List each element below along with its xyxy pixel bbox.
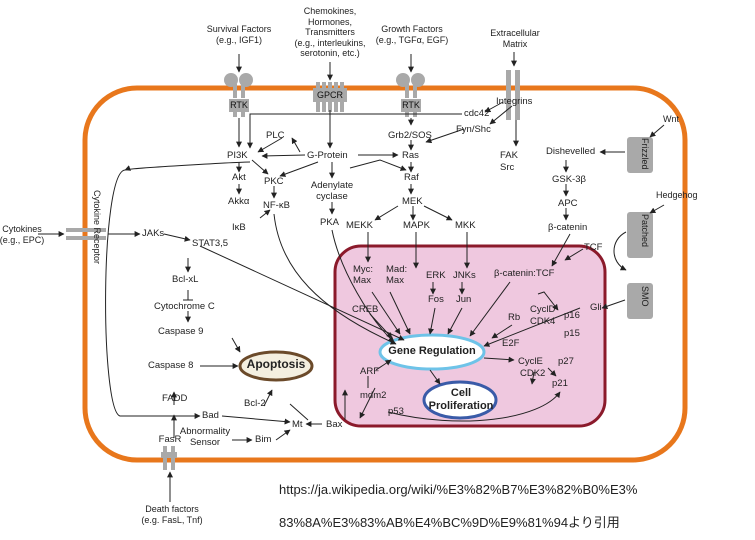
- p16-label: p16: [564, 310, 580, 321]
- cdk4-label: CDK4: [530, 316, 556, 327]
- dishevelled-label: Dishevelled: [546, 146, 596, 157]
- cdc42-label: cdc42: [464, 108, 490, 119]
- erk-label: ERK: [426, 270, 446, 281]
- cytokines-label: Cytokines (e.g., EPC): [0, 224, 45, 245]
- gpcr-receptor: [313, 82, 347, 112]
- fos-label: Fos: [428, 294, 444, 305]
- creb-label: CREB: [352, 304, 379, 315]
- abnormality-sensor-label: Abnormality Sensor: [179, 426, 231, 448]
- survival-factors-label: Survival Factors (e.g., IGF1): [206, 24, 272, 45]
- hedgehog-label: Hedgehog: [656, 190, 698, 200]
- gene-regulation-shape: [378, 333, 486, 371]
- fasr-label: FasR: [158, 434, 182, 445]
- akka-label: Akkα: [228, 196, 250, 207]
- mdm2-label: mdm2: [360, 390, 387, 401]
- fyn-shc-label: Fyn/Shc: [456, 124, 491, 135]
- inhibition-lines: [183, 290, 369, 421]
- mapk-label: MAPK: [403, 220, 430, 231]
- gene-regulation-label: Gene Regulation: [388, 345, 476, 357]
- gpcr-label: GPCR: [316, 90, 344, 100]
- p21-label: p21: [552, 378, 568, 389]
- apoptosis-label: Apoptosis: [246, 357, 306, 371]
- caspase8-label: Caspase 8: [148, 360, 194, 371]
- bcl-xl-label: Bcl-xL: [172, 274, 199, 285]
- arf-label: ARF: [360, 366, 379, 377]
- frizzled-receptor: [627, 137, 653, 173]
- cell-membrane: [82, 85, 688, 463]
- b-catenin-label: β-catenin: [548, 222, 588, 233]
- mkk-label: MKK: [455, 220, 476, 231]
- cytokine-receptor: [66, 228, 106, 240]
- plc-label: PLC: [266, 130, 285, 141]
- gli-label: Gli: [590, 302, 602, 313]
- wnt-label: Wnt: [663, 114, 680, 124]
- frizzled-label: Frizzled: [640, 138, 650, 170]
- jnks-label: JNKs: [453, 270, 476, 281]
- bad-label: Bad: [202, 410, 219, 421]
- bim-label: Bim: [255, 434, 272, 445]
- mekk-label: MEKK: [346, 220, 373, 231]
- ikb-label: IκB: [232, 222, 246, 233]
- pkc-label: PKC: [264, 176, 284, 187]
- bax-label: Bax: [326, 419, 343, 430]
- pka-label: PKA: [320, 217, 340, 228]
- extracellular-matrix-label: Extracellular Matrix: [490, 28, 540, 49]
- cell-proliferation-shape: [422, 380, 498, 420]
- integrins-receptor: [506, 70, 520, 120]
- patched-label: Patched: [640, 214, 650, 248]
- smo-label: SMO: [640, 286, 650, 307]
- fak-label: FAK: [500, 150, 518, 161]
- adenylate-cyclase-label: Adenylate cyclase: [310, 180, 354, 202]
- stat-label: STAT3,5: [192, 238, 229, 249]
- g-protein-label: G-Protein: [307, 150, 348, 161]
- source-url-line2[interactable]: 83%8A%E3%83%AB%E4%BC%9D%E9%81%94より引用: [279, 515, 620, 530]
- nfkb-label: NF-κB: [263, 200, 290, 211]
- smo-receptor: [627, 283, 653, 319]
- cycle-label: CyclE: [518, 356, 543, 367]
- integrins-label: Integrins: [496, 96, 533, 107]
- cdk2-label: CDK2: [520, 368, 546, 379]
- jun-label: Jun: [456, 294, 472, 305]
- raf-label: Raf: [404, 172, 419, 183]
- caspase9-label: Caspase 9: [158, 326, 204, 337]
- p27-label: p27: [558, 356, 574, 367]
- mek-label: MEK: [402, 196, 423, 207]
- source-url-line1[interactable]: https://ja.wikipedia.org/wiki/%E3%82%B7%…: [279, 482, 638, 497]
- rtk1-receptor: [224, 73, 253, 117]
- cell-proliferation-label: Cell Proliferation: [428, 387, 494, 412]
- fasr-receptor: [161, 446, 177, 470]
- gsk3b-label: GSK-3β: [552, 174, 586, 185]
- src-label: Src: [500, 162, 515, 173]
- rtk1-label: RTK: [230, 100, 248, 110]
- bcl2-label: Bcl-2: [244, 398, 266, 409]
- ras-label: Ras: [402, 150, 419, 161]
- grb2-sos-label: Grb2/SOS: [388, 130, 432, 141]
- p15-label: p15: [564, 328, 580, 339]
- b-catenin-tcf-label: β-catenin:TCF: [494, 268, 555, 279]
- p53-label: p53: [388, 406, 404, 417]
- rtk2-label: RTK: [402, 100, 420, 110]
- pathway-arrows: [38, 52, 665, 502]
- chemokines-label: Chemokines, Hormones, Transmitters (e.g.…: [294, 6, 366, 58]
- fadd-label: FADD: [162, 393, 188, 404]
- e2f-label: E2F: [502, 338, 520, 349]
- cytochrome-c-label: Cytochrome C: [154, 301, 215, 312]
- cytokine-receptor-label: Cytokine Receptor: [92, 190, 102, 265]
- jaks-label: JAKs: [142, 228, 165, 239]
- apc-label: APC: [558, 198, 578, 209]
- apoptosis-shape: [238, 350, 314, 382]
- cycld-label: CyclD: [530, 304, 556, 315]
- rb-label: Rb: [508, 312, 521, 323]
- pi3k-label: PI3K: [227, 150, 248, 161]
- mad-max-label: Mad: Max: [386, 264, 408, 286]
- growth-factors-label: Growth Factors (e.g., TGFα, EGF): [375, 24, 449, 45]
- patched-receptor: [627, 212, 653, 258]
- tcf-label: TCF: [584, 242, 603, 253]
- mt-label: Mt: [292, 419, 303, 430]
- akt-label: Akt: [232, 172, 246, 183]
- myc-max-label: Myc: Max: [353, 264, 374, 286]
- death-factors-label: Death factors (e.g. FasL, Tnf): [141, 504, 203, 525]
